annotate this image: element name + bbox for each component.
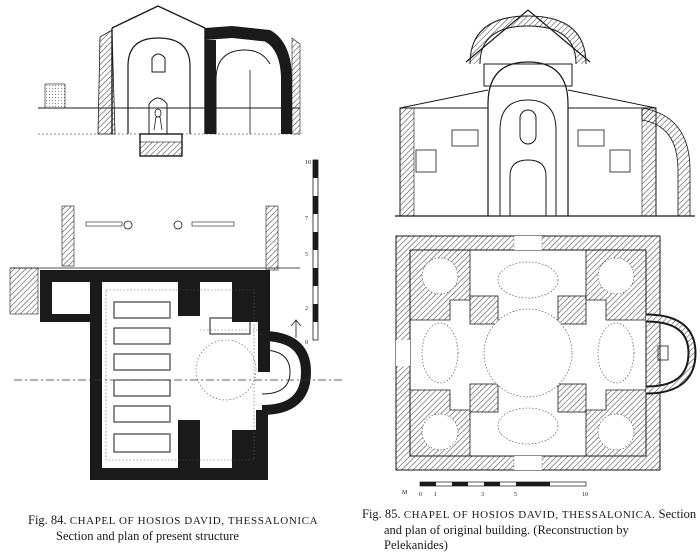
fig85-scale-unit: M <box>402 490 408 496</box>
fig84-title: CHAPEL OF HOSIOS DAVID, THESSALONICA <box>69 515 319 527</box>
fig84-scale-label: 7 <box>305 216 308 222</box>
fig84-caption: Fig. 84. CHAPEL OF HOSIOS DAVID, THESSAL… <box>28 513 328 544</box>
fig84-scale-label: 2 <box>305 306 308 312</box>
fig85-title: CHAPEL OF HOSIOS DAVID, THESSALONICA. <box>403 509 656 521</box>
fig85-caption: Fig. 85. CHAPEL OF HOSIOS DAVID, THESSAL… <box>362 507 697 553</box>
fig85-scale-label: 5 <box>514 492 517 498</box>
fig84-plan <box>9 205 345 480</box>
fig85-subtitle-line2: and plan of original building. (Reconstr… <box>384 523 629 537</box>
fig84-scale-unit: M <box>283 340 289 346</box>
fig85-subtitle-tail: Section <box>658 507 697 521</box>
fig84-number: Fig. 84. <box>28 513 67 527</box>
fig85-section <box>395 9 695 217</box>
fig84-scale-label: 0 <box>305 340 308 346</box>
fig85-subtitle-line3: Pelekanides) <box>384 538 448 552</box>
fig85-scale-label: 0 <box>419 492 422 498</box>
fig84-scale-label: 10 <box>305 160 311 166</box>
fig85-scale-label: 10 <box>582 492 588 498</box>
fig85-number: Fig. 85. <box>362 507 401 521</box>
fig85-scale: 0 1 3 5 10 M <box>402 481 588 498</box>
fig85-scale-label: 1 <box>434 492 437 498</box>
fig84-section <box>38 5 301 157</box>
fig84-scale: 10 7 5 2 0 M <box>283 159 319 346</box>
fig85-plan <box>395 235 697 471</box>
fig84-scale-label: 5 <box>305 252 308 258</box>
fig85-scale-label: 3 <box>481 492 484 498</box>
fig84-subtitle: Section and plan of present structure <box>56 529 239 543</box>
